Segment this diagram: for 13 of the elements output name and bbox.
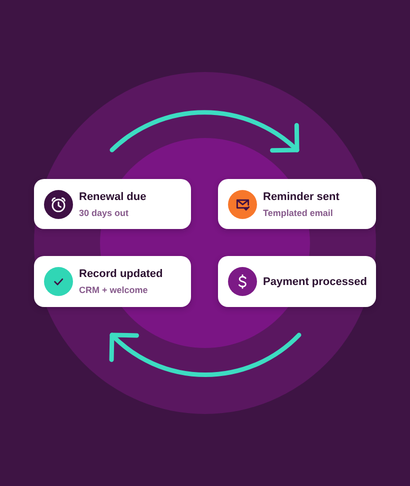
step-card (34, 179, 191, 229)
step-title: Record updated (79, 267, 163, 281)
step-card (218, 256, 376, 307)
step-card (34, 256, 191, 307)
curved-arrow (110, 332, 302, 377)
step-title: Renewal due (79, 190, 146, 204)
step-title: Payment processed (263, 274, 367, 288)
step-subtitle: Templated email (263, 206, 334, 218)
step-subtitle: 30 days out (79, 206, 130, 218)
step-title: Reminder sent (263, 190, 340, 204)
step-subtitle: CRM + welcome (79, 284, 149, 296)
step-card (218, 179, 376, 229)
curved-arrow (110, 110, 300, 154)
